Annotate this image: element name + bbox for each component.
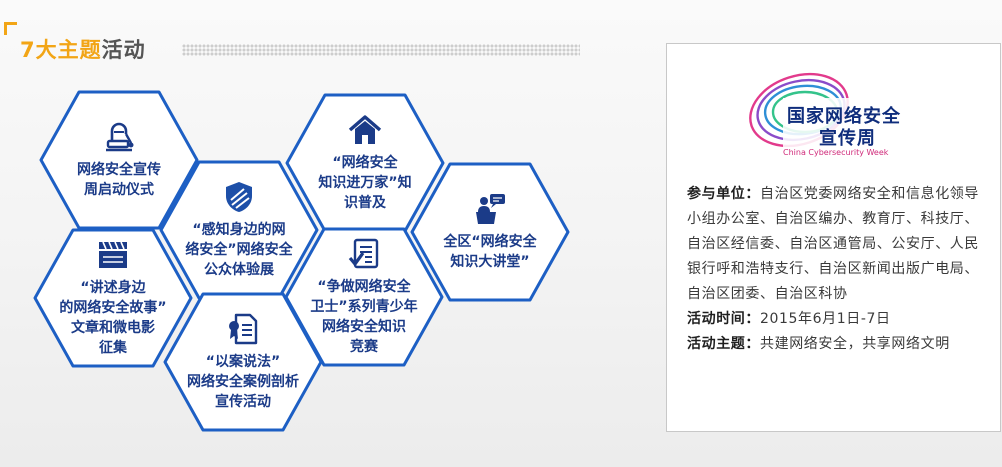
hexagon-shape — [33, 228, 193, 368]
hex-case-study-campaign[interactable]: “以案说法” 网络安全案例剖析 宣传活动 — [163, 292, 323, 432]
activity-time-label: 活动时间： — [687, 311, 760, 327]
hex-label: 全区“网络安全 知识大讲堂” — [443, 234, 537, 270]
activity-theme-row: 活动主题：共建网络安全，共享网络文明 — [687, 332, 989, 357]
section-header: 7大主题活动 — [4, 22, 589, 62]
hex-knowledge-into-homes[interactable]: “网络安全 知识进万家”知 识普及 — [285, 93, 445, 233]
speaker-podium-icon — [473, 192, 507, 226]
activity-time-value: 2015年6月1日-7日 — [760, 311, 891, 327]
participants-value: 自治区党委网络安全和信息化领导小组办公室、自治区编办、教育厅、科技厅、自治区经信… — [687, 186, 979, 302]
hex-knowledge-lecture-hall[interactable]: 全区“网络安全 知识大讲堂” — [410, 162, 570, 302]
hex-youth-knowledge-contest[interactable]: “争做网络安全 卫士”系列青少年 网络安全知识 竞赛 — [284, 227, 444, 367]
logo-english-name: China Cybersecurity Week — [783, 148, 889, 157]
hexagon-shape — [163, 292, 323, 432]
cybersecurity-week-logo: 国家网络安全 宣传周 China Cybersecurity Week — [739, 58, 929, 158]
corner-bracket-decoration — [4, 22, 17, 35]
section-title-rest: 活动 — [101, 38, 146, 62]
activity-details: 参与单位：自治区党委网络安全和信息化领导小组办公室、自治区编办、教育厅、科技厅、… — [687, 182, 989, 357]
hex-story-and-microfilm-collection[interactable]: “讲述身边 的网络安全故事” 文章和微电影 征集 — [33, 228, 193, 368]
hex-label: “讲述身边 的网络安全故事” 文章和微电影 征集 — [59, 280, 167, 356]
participants-label: 参与单位： — [687, 186, 760, 202]
house-icon — [348, 113, 382, 147]
hexagon-shape — [39, 90, 199, 230]
shield-icon — [222, 180, 256, 214]
microphone-icon — [102, 120, 136, 154]
activity-time-row: 活动时间：2015年6月1日-7日 — [687, 307, 989, 332]
clapperboard-icon — [96, 238, 130, 272]
hex-label: “网络安全 知识进万家”知 识普及 — [318, 155, 412, 211]
activity-theme-value: 共建网络安全，共享网络文明 — [760, 336, 950, 352]
dotted-divider — [182, 44, 580, 56]
activity-theme-label: 活动主题： — [687, 336, 760, 352]
hex-label: 网络安全宣传 周启动仪式 — [77, 162, 161, 198]
logo-title-line1: 国家网络安全 — [787, 106, 901, 127]
hex-public-experience-exhibition[interactable]: “感知身边的网 络安全”网络安全 公众体验展 — [159, 160, 319, 300]
hex-label: “争做网络安全 卫士”系列青少年 网络安全知识 竞赛 — [310, 279, 418, 355]
section-title-highlight: 7大主题 — [20, 38, 102, 62]
participants-row: 参与单位：自治区党委网络安全和信息化领导小组办公室、自治区编办、教育厅、科技厅、… — [687, 182, 989, 307]
certificate-document-icon — [226, 312, 260, 346]
hexagon-shape — [410, 162, 570, 302]
info-panel: 国家网络安全 宣传周 China Cybersecurity Week 参与单位… — [666, 43, 1001, 432]
hex-label: “感知身边的网 络安全”网络安全 公众体验展 — [185, 222, 293, 278]
section-title: 7大主题活动 — [20, 34, 146, 64]
hex-label: “以案说法” 网络安全案例剖析 宣传活动 — [187, 354, 299, 410]
checklist-icon — [347, 237, 381, 271]
hex-launch-ceremony[interactable]: 网络安全宣传 周启动仪式 — [39, 90, 199, 230]
logo-title-line2: 宣传周 — [819, 128, 876, 149]
